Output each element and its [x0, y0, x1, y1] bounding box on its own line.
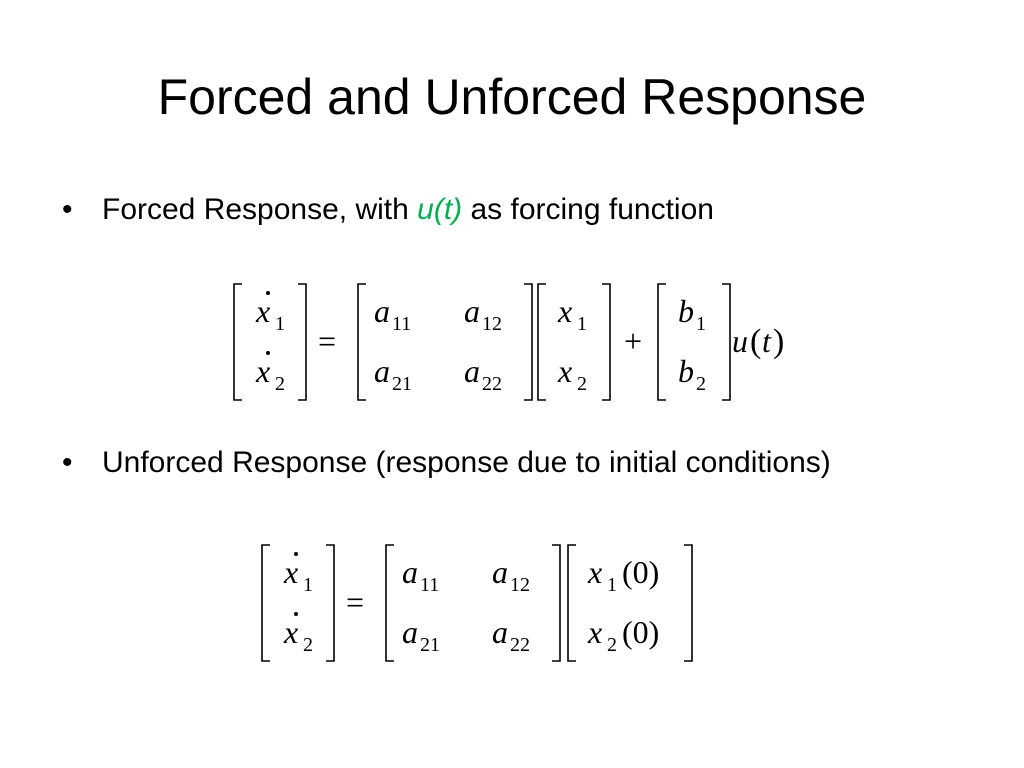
equals-sign: = — [318, 323, 336, 359]
initial-left-bracket — [567, 544, 576, 662]
input-t: t — [762, 323, 772, 359]
x1-0-sub: 1 — [607, 574, 617, 596]
x2-sub: 2 — [577, 373, 587, 395]
a12-base: a — [492, 554, 508, 590]
unforced-brackets — [261, 544, 693, 662]
x2-0-base: x — [587, 614, 602, 650]
input-right-bracket — [722, 283, 731, 401]
xdot2-dot — [266, 351, 270, 355]
a12-base: a — [464, 293, 480, 329]
input-left-bracket — [657, 283, 666, 401]
bullet-forced-response: • Forced Response, with u(t) as forcing f… — [62, 190, 714, 230]
xdot2-base: x — [255, 353, 270, 389]
forced-equation-svg: x 1 x 2 = a 11 a 12 a 21 a 22 x 1 x 2 + … — [233, 283, 784, 401]
xdot1-sub: 1 — [275, 313, 285, 335]
xdot1-base: x — [255, 293, 270, 329]
b2-sub: 2 — [696, 373, 706, 395]
x1-base: x — [557, 293, 572, 329]
a22-base: a — [464, 353, 480, 389]
b2-base: b — [678, 353, 694, 389]
forced-response-equation: x 1 x 2 = a 11 a 12 a 21 a 22 x 1 x 2 + … — [232, 282, 812, 407]
lhs-left-bracket — [233, 283, 242, 401]
xdot2-dot — [294, 612, 298, 616]
forced-terms: x 1 x 2 = a 11 a 12 a 21 a 22 x 1 x 2 + … — [255, 291, 784, 395]
forced-brackets — [233, 283, 731, 401]
x2-base: x — [557, 353, 572, 389]
unforced-response-equation: x 1 x 2 = a 11 a 12 a 21 a 22 x 1 (0) x … — [260, 543, 720, 670]
a22-sub: 22 — [510, 634, 530, 656]
x1-0-base: x — [587, 554, 602, 590]
input-rparen: ) — [773, 323, 784, 360]
a11-sub: 11 — [420, 574, 439, 596]
bullet-forced-prefix: Forced Response, with — [102, 193, 418, 226]
matrix-right-bracket — [524, 283, 533, 401]
a11-base: a — [402, 554, 418, 590]
input-lparen: ( — [750, 323, 761, 360]
a12-sub: 12 — [482, 313, 502, 335]
lhs-right-bracket — [298, 283, 307, 401]
bullet-unforced-response: • Unforced Response (response due to init… — [62, 443, 831, 483]
bullet-marker: • — [62, 193, 73, 226]
unforced-terms: x 1 x 2 = a 11 a 12 a 21 a 22 x 1 (0) x … — [283, 552, 659, 656]
a12-sub: 12 — [510, 574, 530, 596]
a21-base: a — [374, 353, 390, 389]
x1-0-arg: (0) — [622, 554, 659, 590]
x2-0-arg: (0) — [622, 614, 659, 650]
a21-sub: 21 — [392, 373, 412, 395]
matrix-left-bracket — [385, 544, 394, 662]
state-left-bracket — [537, 283, 546, 401]
xdot1-dot — [294, 552, 298, 556]
a11-base: a — [374, 293, 390, 329]
a21-base: a — [402, 614, 418, 650]
state-right-bracket — [602, 283, 611, 401]
a11-sub: 11 — [392, 313, 411, 335]
xdot1-sub: 1 — [303, 574, 313, 596]
b1-sub: 1 — [696, 313, 706, 335]
bullet-marker: • — [62, 446, 73, 479]
bullet-forced-suffix: as forcing function — [462, 193, 714, 226]
lhs-left-bracket — [261, 544, 270, 662]
matrix-right-bracket — [552, 544, 561, 662]
equals-sign: = — [346, 584, 364, 620]
xdot2-sub: 2 — [275, 373, 285, 395]
xdot2-base: x — [283, 614, 298, 650]
matrix-left-bracket — [357, 283, 366, 401]
x2-0-sub: 2 — [607, 634, 617, 656]
slide-title: Forced and Unforced Response — [157, 69, 867, 125]
unforced-equation-svg: x 1 x 2 = a 11 a 12 a 21 a 22 x 1 (0) x … — [261, 544, 693, 662]
a22-base: a — [492, 614, 508, 650]
a22-sub: 22 — [482, 373, 502, 395]
input-u: u — [732, 323, 748, 359]
plus-sign: + — [624, 323, 642, 359]
x1-sub: 1 — [577, 313, 587, 335]
a21-sub: 21 — [420, 634, 440, 656]
lhs-right-bracket — [326, 544, 335, 662]
initial-right-bracket — [684, 544, 693, 662]
xdot1-dot — [266, 291, 270, 295]
forcing-function-highlight: u(t) — [417, 193, 463, 226]
b1-base: b — [678, 293, 694, 329]
xdot2-sub: 2 — [303, 634, 313, 656]
bullet-unforced-text: Unforced Response (response due to initi… — [102, 446, 831, 479]
xdot1-base: x — [283, 554, 298, 590]
